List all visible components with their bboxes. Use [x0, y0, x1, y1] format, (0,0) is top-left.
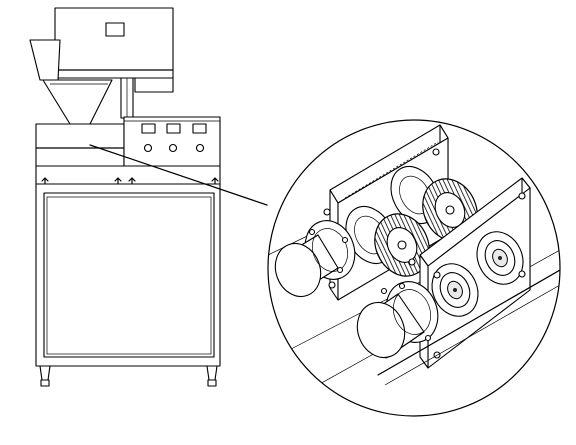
detail-leader-line — [89, 144, 268, 206]
rear-motor — [274, 220, 356, 298]
indicator-3 — [192, 123, 207, 134]
indicator-1 — [141, 123, 156, 134]
cabinet-window — [105, 22, 125, 37]
support-column — [120, 77, 134, 119]
frame-top-bar — [35, 165, 221, 185]
base-cabinet — [35, 183, 221, 367]
control-panel — [123, 116, 221, 167]
bearing-housing-right — [476, 231, 524, 285]
knob-3 — [195, 143, 205, 153]
granulator-machine — [29, 7, 268, 387]
detail-view-circle — [267, 119, 561, 417]
front-roller-assembly — [408, 177, 531, 369]
leg-right — [206, 365, 218, 387]
leg-left — [39, 365, 51, 387]
front-motor — [356, 281, 439, 359]
top-cabinet — [54, 7, 174, 93]
knob-1 — [143, 143, 153, 153]
cabinet-base-block — [134, 77, 174, 93]
detail-circle-outline — [267, 119, 561, 417]
knob-2 — [168, 143, 178, 153]
indicator-2 — [166, 123, 181, 134]
bearing-housing-left — [431, 263, 479, 317]
granulating-housing — [35, 123, 125, 167]
